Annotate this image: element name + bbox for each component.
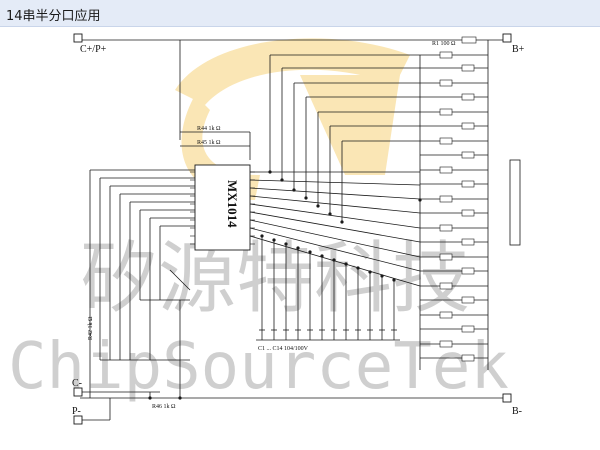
terminal-b-plus-label: B+ bbox=[512, 44, 525, 55]
wiring bbox=[80, 39, 521, 421]
resistor-r44-label: R44 1k Ω bbox=[197, 126, 221, 132]
watermark-en: ChipSourceTek bbox=[8, 330, 509, 404]
cell-rows bbox=[420, 54, 488, 359]
terminal-p-minus-label: P- bbox=[72, 406, 81, 417]
balance-connector bbox=[509, 159, 521, 246]
terminal-c-minus-label: C- bbox=[72, 378, 82, 389]
resistor-r45-label: R45 1k Ω bbox=[197, 140, 221, 146]
terminal-b-minus-label: B- bbox=[512, 406, 522, 417]
ic-mx1014: MX1014 bbox=[190, 164, 255, 251]
cell-resistors bbox=[439, 36, 477, 362]
page-title: 14串半分口应用 bbox=[6, 9, 101, 24]
title-bar: 14串半分口应用 bbox=[0, 0, 600, 27]
resistor-r42-label: R42 1k Ω bbox=[88, 316, 94, 340]
resistor-r1-label: R1 100 Ω bbox=[432, 41, 456, 47]
capacitor-bank-label: C1 ... C14 104/100V bbox=[258, 346, 309, 352]
resistor-r46-label: R46 1k Ω bbox=[152, 404, 176, 410]
terminal-pads bbox=[73, 33, 512, 425]
watermark-cn: 矽源特科技 bbox=[80, 234, 470, 324]
terminal-c-plus-label: C+/P+ bbox=[80, 44, 107, 55]
junction-dots bbox=[148, 170, 422, 400]
ic-part-label: MX1014 bbox=[225, 180, 240, 228]
